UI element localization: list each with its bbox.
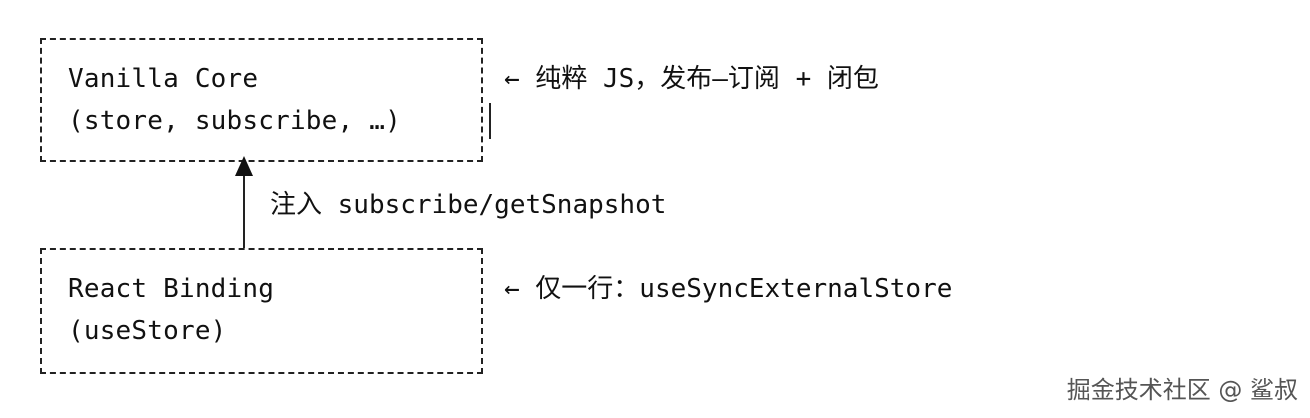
react-binding-title: React Binding [68,274,275,304]
vanilla-core-note: ← 纯粹 JS，发布–订阅 + 闭包 [504,64,879,94]
connector-label: 注入 subscribe/getSnapshot [270,190,667,220]
watermark: 掘金技术社区 @ 鲨叔 [1066,376,1298,404]
react-binding-subtitle: (useStore) [68,316,227,346]
up-arrow-head-icon [235,156,253,176]
vanilla-core-box [40,38,483,162]
vanilla-core-title: Vanilla Core [68,64,259,94]
vanilla-core-subtitle: (store, subscribe, …) [68,106,401,136]
react-binding-note: ← 仅一行：useSyncExternalStore [504,274,953,304]
react-binding-box [40,248,483,374]
up-arrow-line [243,176,245,248]
core-box-side-mark [489,103,491,139]
